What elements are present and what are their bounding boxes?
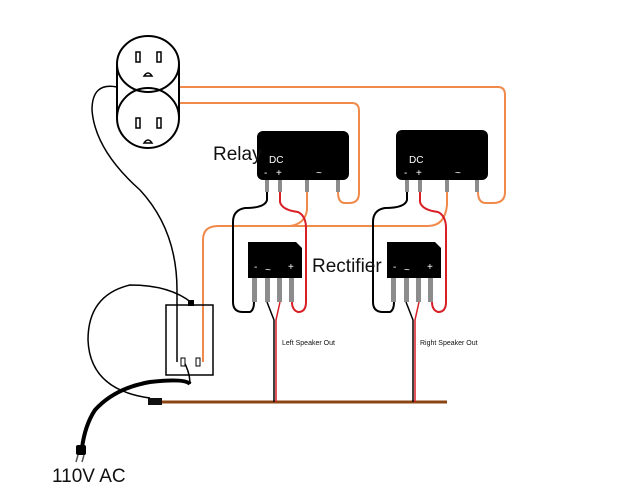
rectifier-1-plus-label: + xyxy=(288,262,294,273)
orange-wires xyxy=(180,86,506,362)
left-speaker-out-label: Left Speaker Out xyxy=(282,340,335,347)
outlet-to-relay1-wire xyxy=(180,102,360,204)
relay-2-minus-label: - xyxy=(404,168,407,179)
speaker-output-wires xyxy=(266,301,420,402)
ground-connector xyxy=(148,398,162,405)
plug-icon xyxy=(75,445,86,463)
outlet xyxy=(116,35,180,149)
rectifier-2-ac-label: ~ xyxy=(404,265,410,276)
rectifier-2: - ~ + xyxy=(387,242,441,302)
outlet-to-relay2-wire xyxy=(180,86,506,204)
relay1-ac-wire xyxy=(289,190,308,227)
relay-2-dc-label: DC xyxy=(409,155,423,166)
rectifier-label: Rectifier xyxy=(312,256,382,277)
relay-1: DC - + ~ xyxy=(257,131,349,192)
relay-1-plus-label: + xyxy=(276,168,282,179)
relay-2-plus-label: + xyxy=(416,168,422,179)
rectifier-1-ac-label: ~ xyxy=(265,265,271,276)
dc-wires xyxy=(232,192,447,314)
right-speaker-out-label: Right Speaker Out xyxy=(420,340,478,347)
relay-2: DC - + ~ xyxy=(396,130,488,192)
relay-1-ac-label: ~ xyxy=(316,168,322,179)
rectifier-2-plus-label: + xyxy=(427,262,433,273)
rectifier-1-minus-label: - xyxy=(254,262,257,273)
power-label: 110V AC xyxy=(52,466,126,487)
switch-box[interactable] xyxy=(165,304,214,376)
switch-to-relays-wire xyxy=(202,190,448,362)
relay-1-minus-label: - xyxy=(264,168,267,179)
power-cords xyxy=(80,85,193,449)
relay-1-dc-label: DC xyxy=(269,155,283,166)
rectifier-2-minus-label: - xyxy=(393,262,396,273)
relay-label: Relay xyxy=(213,144,262,165)
relay-2-ac-label: ~ xyxy=(455,168,461,179)
rectifier-1: - ~ + xyxy=(248,242,302,302)
